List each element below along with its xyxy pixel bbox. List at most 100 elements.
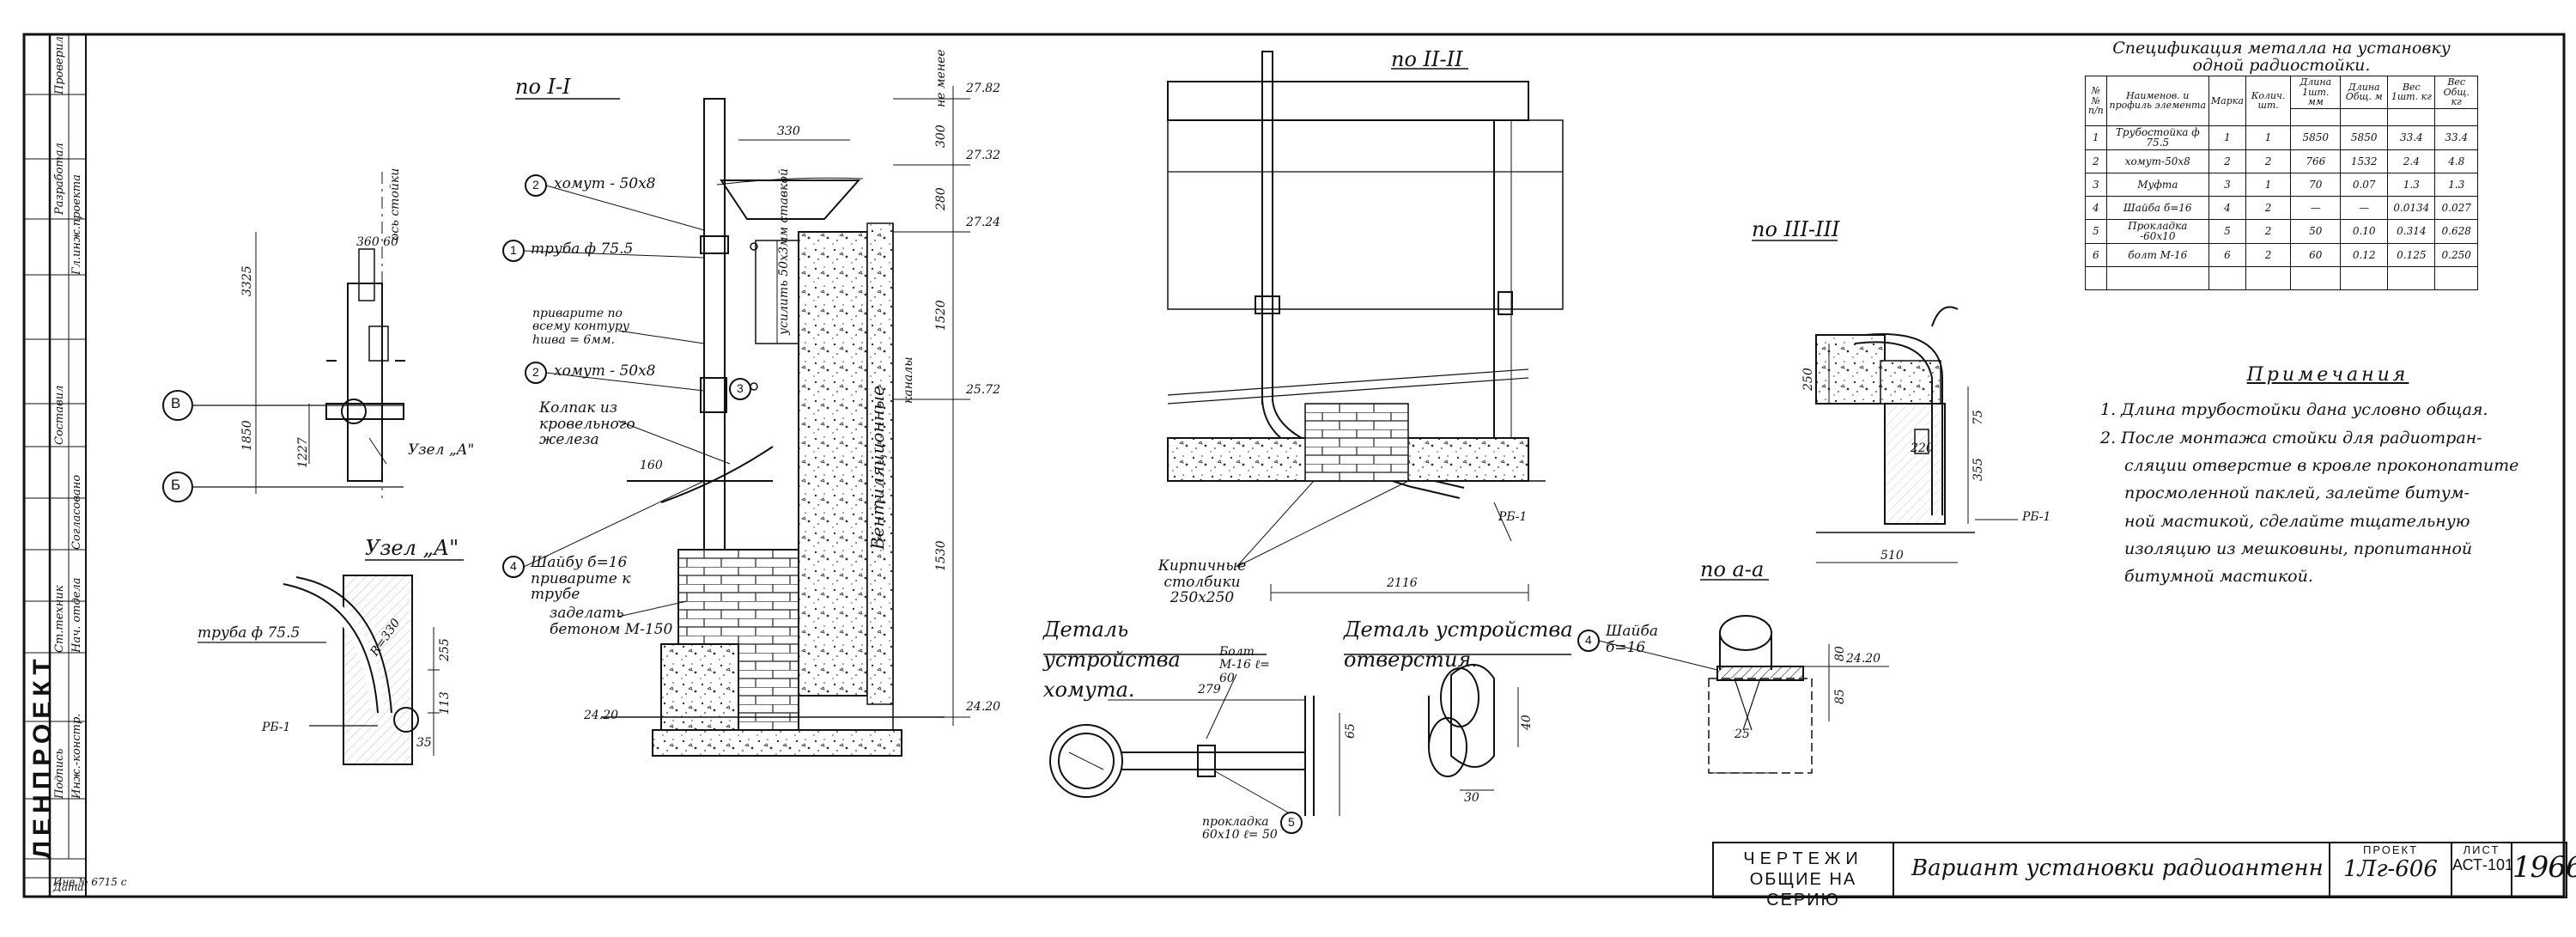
dim-35: 35 [416, 736, 432, 750]
elevation-5: 24.20 [966, 700, 1001, 714]
elevation-3: 27.24 [966, 216, 1001, 229]
sheet-frame [22, 33, 2566, 898]
section-3-drawing [1815, 306, 2018, 563]
dim-280: 280 [934, 187, 948, 210]
dim-1850: 1850 [240, 420, 254, 451]
strip-row-6: Подпись [53, 748, 66, 799]
detail-hole-title: Деталь устройства отверстия. [1344, 618, 1573, 672]
dim-75: 75 [1971, 410, 1985, 425]
dim-3325: 3325 [240, 265, 254, 296]
dim-2116: 2116 [1387, 576, 1418, 590]
note-line-2: 2. После монтажа стойки для радиотран- [2100, 428, 2482, 447]
callout-pipe: труба ф 75.5 [531, 240, 634, 258]
dim-330: 330 [777, 125, 800, 138]
spec-header-no: №№ п/п [2085, 76, 2107, 126]
note-line-4: просмоленной паклей, залейте битум- [2124, 484, 2470, 503]
note-line-1: 1. Длина трубостойки дана условно общая. [2100, 400, 2488, 420]
strip-row-2: Согласовано [70, 474, 83, 550]
strip-title-3: Составил [53, 385, 66, 445]
section-1-title: по I-I [515, 75, 571, 99]
label-ducts: каналы [902, 356, 915, 404]
mark-pb1-c: РБ-1 [2022, 510, 2051, 524]
detail-gasket-label: прокладка 60х10 ℓ= 50 [1202, 815, 1278, 843]
strip-row-3: Нач. отдела [70, 577, 83, 653]
section-a-title: по а-а [1700, 557, 1765, 581]
callout-pipe-node: труба ф 75.5 [197, 624, 301, 642]
dim-not-less: не менее [934, 49, 948, 107]
callout-clamp-mid: хомут - 50х8 [554, 362, 656, 380]
section-1-drawing [502, 86, 970, 757]
callout-number-4: 4 [510, 559, 517, 573]
callout-washer-i: Шайбу б=16 приварите к трубе [531, 554, 631, 604]
dim-220: 220 [1911, 441, 1934, 455]
title-project-cell: ПРОЕКТ 1Лг-606 [2330, 843, 2452, 897]
year: 1966 [2512, 850, 2576, 885]
elevation-7: 24.20 [1846, 652, 1881, 666]
title-series-cell: ЧЕРТЕЖИ ОБЩИЕ НА СЕРИЮ [1714, 843, 1894, 910]
callout-washer-a: Шайба б=16 [1606, 623, 1658, 656]
notes-block: Примечания 1. Длина трубостойки дана усл… [2100, 359, 2555, 590]
spec-header-w2: Вес Общ. кг [2434, 76, 2478, 109]
sheet-label: ЛИСТ [2463, 843, 2500, 856]
dim-65a: 65 [1344, 723, 1358, 739]
dim-80: 80 [1833, 646, 1847, 661]
dim-255: 255 [438, 638, 452, 661]
node-a-title: Узел „А" [365, 536, 459, 560]
strip-row-1: Гл.инж.проекта [70, 174, 83, 275]
callout-brick: Кирпичные столбики 250х250 [1157, 557, 1247, 607]
dim-250: 250 [1801, 368, 1815, 391]
dim-510: 510 [1880, 549, 1904, 563]
sheet-code: АСТ-101 [2452, 856, 2514, 873]
axis-label-b: В [171, 395, 181, 411]
node-a-ref: Узел „А" [408, 441, 475, 459]
dim-25: 25 [1735, 727, 1750, 741]
title-series-line1: ЧЕРТЕЖИ [1743, 849, 1863, 868]
drawing-name: Вариант установки радиоантенн [1911, 855, 2324, 881]
detail-clamp-drawing [1049, 673, 1340, 834]
mark-pb1-a: РБ-1 [262, 721, 291, 734]
dim-360-60: 360 60 [356, 235, 398, 249]
note-line-5: ной мастикой, сделайте тщательную [2124, 511, 2470, 531]
node-a-drawing [197, 575, 440, 765]
detail-hole-drawing [1428, 663, 1519, 791]
axis-label-b2: Б [171, 477, 181, 493]
strip-row-4: Инж.-констр. [70, 713, 83, 799]
project-label: ПРОЕКТ [2362, 843, 2419, 856]
callout-number-4a: 4 [1585, 633, 1592, 647]
dim-40: 40 [1520, 715, 1534, 730]
project-code: 1Лг-606 [2343, 856, 2438, 882]
dim-30: 30 [1464, 791, 1479, 805]
callout-number-2b: 2 [532, 365, 539, 379]
callout-cap: Колпак из кровельного железа [539, 399, 635, 449]
elevation-1: 27.82 [966, 82, 1001, 95]
note-line-6: изоляцию из мешковины, пропитанной [2124, 538, 2473, 558]
elevation-6: 24.20 [584, 709, 619, 722]
spec-header-len2: Длина Общ. м [2340, 76, 2389, 109]
callout-number-3: 3 [737, 381, 744, 395]
dim-1520: 1520 [934, 300, 948, 331]
title-underlines [365, 68, 1838, 655]
spec-header-mark: Марка [2208, 76, 2246, 126]
callout-number-5: 5 [1288, 815, 1295, 829]
label-ventilation: Вентиляционные [867, 386, 888, 550]
mark-pb1-b: РБ-1 [1498, 510, 1528, 524]
section-3-title: по III-III [1752, 217, 1840, 241]
date-label: Дата: [53, 881, 88, 893]
spec-row-empty [2085, 266, 2478, 291]
inventory-number: Инв.№ 6715 с [53, 876, 127, 888]
section-2-title: по II-II [1391, 47, 1463, 71]
title-sheet-cell: ЛИСТ АСТ-101 [2452, 843, 2514, 897]
spec-title: Спецификация металла на установку одной … [2112, 39, 2451, 75]
spec-header-w1: Вес 1шт. кг [2387, 76, 2436, 109]
note-line-3: сляции отверстие в кровле проконопатите [2124, 455, 2519, 475]
title-block: ЧЕРТЕЖИ ОБЩИЕ НА СЕРИЮ Вариант установки… [1712, 842, 2576, 910]
callout-weld: приварите по всему контуру hшва = 6мм. [532, 307, 629, 347]
title-series-line2: ОБЩИЕ НА СЕРИЮ [1749, 870, 1857, 910]
elevation-2: 27.32 [966, 149, 1001, 162]
detail-bolt-label: Болт М-16 ℓ= 60 [1219, 645, 1270, 685]
spec-table: Спецификация металла на установку одной … [2085, 39, 2478, 291]
title-year-cell: 1966 [2512, 843, 2576, 897]
